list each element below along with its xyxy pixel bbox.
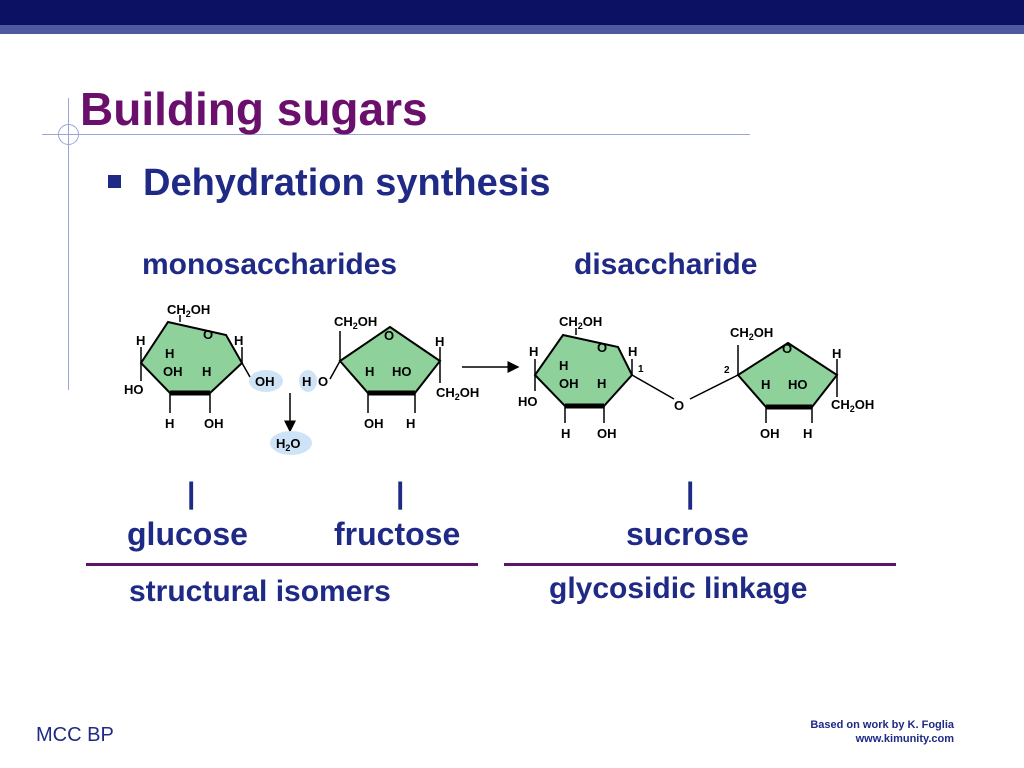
svg-text:CH2OH: CH2OH	[436, 385, 479, 402]
svg-text:CH2OH: CH2OH	[334, 314, 377, 331]
svg-text:OH: OH	[204, 416, 224, 431]
svg-text:O: O	[674, 398, 684, 413]
bullet-square-icon	[108, 175, 121, 188]
isomers-divider	[86, 563, 478, 566]
disaccharide-label: disaccharide	[574, 248, 758, 281]
fructose-ring	[338, 325, 442, 394]
structural-isomers-label: structural isomers	[129, 575, 391, 608]
svg-text:1: 1	[638, 364, 644, 375]
glycosidic-linkage-label: glycosidic linkage	[549, 572, 808, 605]
glucose-pointer-bar: |	[187, 477, 196, 510]
fructose-structure: CH2OH O H H HO CH2OH OH H	[329, 314, 479, 431]
svg-text:CH2OH: CH2OH	[831, 397, 874, 414]
glucose-label: glucose	[127, 516, 248, 552]
svg-text:HO: HO	[392, 364, 412, 379]
svg-text:HO: HO	[518, 394, 538, 409]
svg-text:O: O	[782, 341, 792, 356]
svg-text:H: H	[529, 344, 538, 359]
svg-text:CH2OH: CH2OH	[167, 302, 210, 319]
sucrose-glucose-unit: CH2OH O H H H OH H HO H OH 1	[518, 314, 644, 441]
svg-text:H: H	[597, 376, 606, 391]
water-elimination: H2O H O	[270, 370, 328, 455]
credit-author: Based on work by K. Foglia	[810, 719, 954, 731]
linkage-divider	[504, 563, 896, 566]
svg-text:OH: OH	[364, 416, 384, 431]
sucrose-fructose-unit: CH2OH O H 2 H HO CH2OH OH H	[724, 325, 874, 441]
svg-text:CH2OH: CH2OH	[730, 325, 773, 342]
svg-text:HO: HO	[124, 382, 144, 397]
slide-title: Building sugars	[80, 83, 428, 135]
svg-text:H: H	[561, 426, 570, 441]
svg-text:H: H	[365, 364, 374, 379]
svg-text:OH: OH	[597, 426, 617, 441]
monosaccharides-label: monosaccharides	[142, 248, 398, 281]
credit-website: www.kimunity.com	[855, 733, 954, 745]
svg-text:H: H	[832, 346, 841, 361]
fructose-label: fructose	[334, 516, 461, 552]
fructose-pointer-bar: |	[396, 477, 405, 510]
svg-text:O: O	[318, 374, 328, 389]
svg-text:H: H	[628, 344, 637, 359]
svg-text:H: H	[435, 334, 444, 349]
svg-text:H: H	[559, 358, 568, 373]
svg-text:H: H	[302, 374, 311, 389]
svg-text:H: H	[234, 333, 243, 348]
decorative-vertical-line	[68, 98, 69, 390]
svg-text:H: H	[136, 333, 145, 348]
svg-text:OH: OH	[559, 376, 579, 391]
footer-credit: Based on work by K. Foglia www.kimunity.…	[810, 718, 954, 746]
decorative-crosshair-circle	[58, 124, 79, 145]
svg-text:O: O	[384, 328, 394, 343]
glucose-ring	[139, 320, 244, 394]
sucrose-label: sucrose	[626, 516, 749, 552]
svg-text:H2O: H2O	[276, 436, 301, 453]
svg-text:HO: HO	[788, 377, 808, 392]
footer-course-label: MCC BP	[36, 724, 114, 746]
sucrose-pointer-bar: |	[686, 477, 695, 510]
glucose-structure: CH2OH O H H H OH H HO H OH OH	[124, 302, 283, 431]
svg-text:H: H	[803, 426, 812, 441]
svg-text:O: O	[203, 327, 213, 342]
svg-text:2: 2	[724, 365, 730, 376]
decorative-horizontal-line	[42, 134, 750, 135]
dehydration-synthesis-diagram: CH2OH O H H H OH H HO H OH OH H2O H	[124, 302, 874, 455]
top-bar-stripe	[0, 25, 1024, 34]
svg-text:H: H	[202, 364, 211, 379]
svg-text:OH: OH	[760, 426, 780, 441]
svg-text:H: H	[406, 416, 415, 431]
svg-text:H: H	[761, 377, 770, 392]
svg-text:H: H	[165, 346, 174, 361]
svg-text:H: H	[165, 416, 174, 431]
svg-text:OH: OH	[163, 364, 183, 379]
bullet-text: Dehydration synthesis	[143, 162, 551, 204]
svg-text:OH: OH	[255, 374, 275, 389]
glycosidic-bond: O	[631, 374, 739, 413]
svg-text:CH2OH: CH2OH	[559, 314, 602, 331]
svg-text:O: O	[597, 340, 607, 355]
